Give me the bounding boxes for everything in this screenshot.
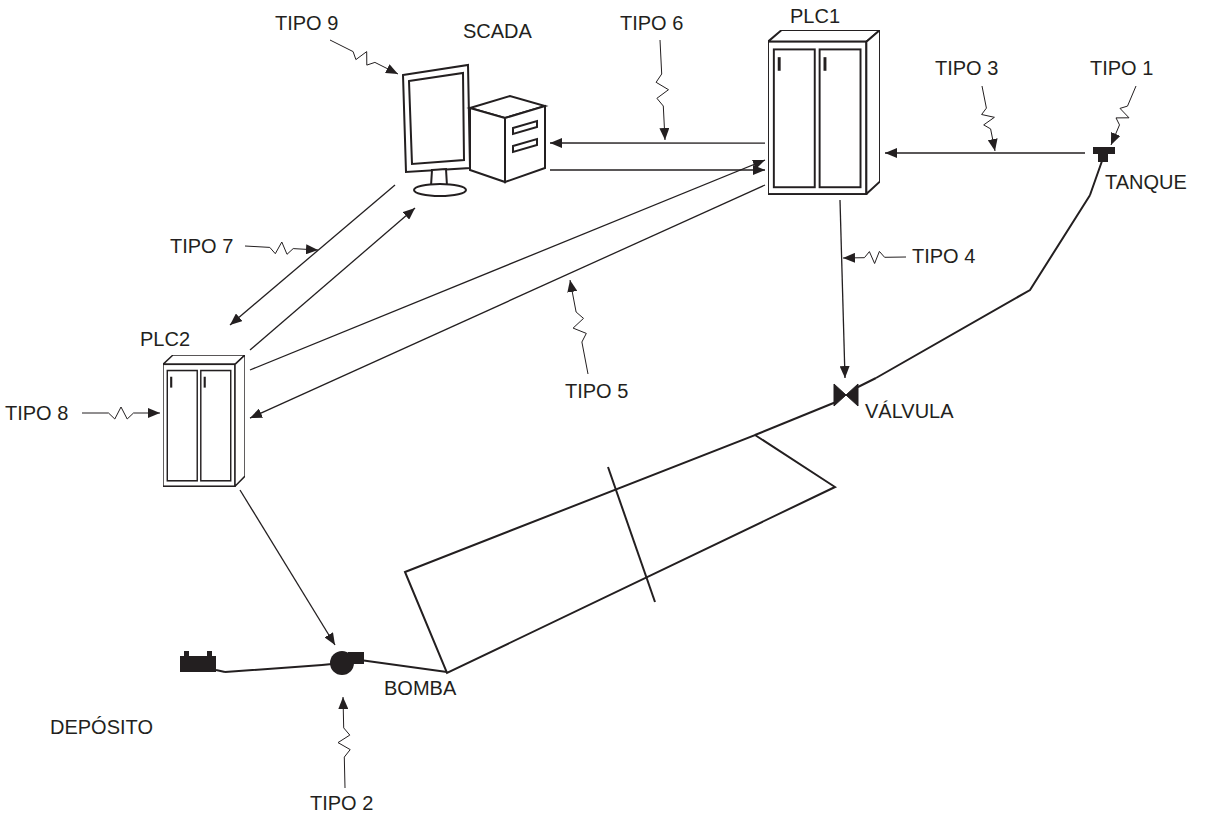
- callout-leader: [245, 242, 318, 254]
- pipe-line: [225, 665, 322, 672]
- node-label: PLC1: [790, 5, 840, 28]
- deposit-node: DEPÓSITO: [45, 650, 225, 740]
- tank-symbol: [1093, 147, 1115, 162]
- callout-label: TIPO 3: [935, 57, 998, 80]
- plc-cabinet: [768, 30, 880, 194]
- callout-leaders: [82, 40, 1136, 788]
- callout-label: TIPO 1: [1090, 57, 1153, 80]
- callout-label: TIPO 6: [620, 12, 683, 35]
- node-label: SCADA: [463, 20, 532, 43]
- signal-arrow: [550, 169, 765, 170]
- signal-arrow: [250, 208, 415, 350]
- callout-label: TIPO 9: [275, 12, 338, 35]
- pipe: [856, 378, 876, 388]
- irrigation-field: [405, 435, 835, 673]
- callout-label: TIPO 2: [310, 792, 373, 815]
- callout-label: TIPO 4: [912, 245, 975, 268]
- node-label: PLC2: [140, 328, 190, 351]
- node-label: DEPÓSITO: [50, 716, 153, 739]
- signal-arrow: [240, 490, 335, 645]
- callout-leader: [982, 86, 995, 151]
- signal-arrow: [230, 185, 395, 325]
- callout-leader: [570, 280, 588, 374]
- callout-label: TIPO 7: [170, 235, 233, 258]
- signal-arrow: [885, 152, 1085, 153]
- plc-cabinet: [163, 355, 245, 486]
- node-label: VÁLVULA: [865, 400, 954, 423]
- valve-symbol: [834, 384, 858, 406]
- callout-leader: [656, 40, 668, 140]
- pump-node: BOMBA: [322, 645, 462, 705]
- pump-symbol: [330, 651, 364, 675]
- tank-node: TANQUE: [1085, 140, 1191, 195]
- callout-leader: [843, 251, 906, 263]
- signal-arrow: [840, 200, 845, 378]
- pipe: [1090, 161, 1102, 195]
- callout-leader: [330, 40, 398, 74]
- plc-cabinet: PLC1: [765, 5, 885, 200]
- callout-label: TIPO 8: [5, 402, 68, 425]
- pipe: [216, 670, 225, 672]
- scada-station: SCADA: [395, 18, 550, 208]
- field-divider: [608, 467, 655, 602]
- signal-arrow: [250, 160, 765, 370]
- plc-cabinet: PLC2: [135, 325, 250, 490]
- pipe: [755, 402, 836, 435]
- callout-leader: [338, 697, 350, 788]
- callout-label: TIPO 5: [565, 380, 628, 403]
- pipe-line: [876, 195, 1090, 378]
- computer-icon: [403, 65, 545, 196]
- signal-arrow: [550, 142, 765, 143]
- node-label: TANQUE: [1105, 171, 1187, 194]
- pipe: [360, 660, 447, 672]
- callout-leader: [1111, 86, 1136, 145]
- callout-leader: [82, 407, 160, 419]
- signal-arrow: [250, 185, 765, 418]
- deposit-symbol: [180, 651, 216, 672]
- valve-node: VÁLVULA: [825, 378, 980, 423]
- node-label: BOMBA: [384, 677, 456, 700]
